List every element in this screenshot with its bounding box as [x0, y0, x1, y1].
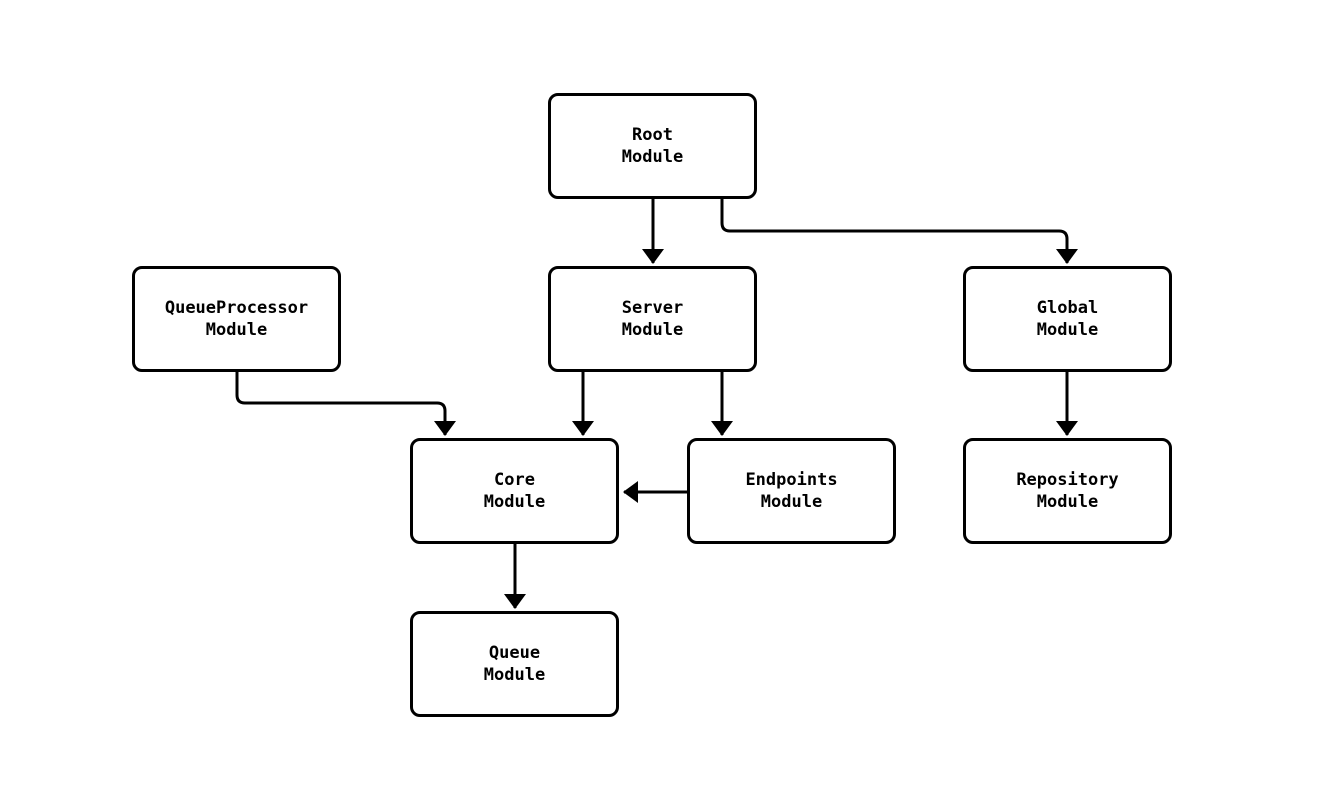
node-queue-module: Queue Module: [410, 611, 619, 717]
edge-root-to-global: [720, 199, 1078, 264]
node-label-line: Module: [1036, 492, 1099, 512]
node-label-line: Module: [760, 492, 823, 512]
node-label-line: Global: [1036, 298, 1099, 318]
node-repository-module: Repository Module: [963, 438, 1172, 544]
node-core-module: Core Module: [410, 438, 619, 544]
node-label-line: Server: [621, 298, 684, 318]
node-queueprocessor-module: QueueProcessor Module: [132, 266, 341, 372]
node-server-module: Server Module: [548, 266, 757, 372]
node-label-line: Root: [632, 125, 673, 145]
node-label-line: Module: [483, 665, 546, 685]
node-label-line: Queue: [488, 643, 541, 663]
node-label-line: Module: [621, 320, 684, 340]
node-label-line: Module: [1036, 320, 1099, 340]
node-label-line: Endpoints: [745, 470, 838, 490]
node-label-line: Module: [621, 147, 684, 167]
node-label-line: Module: [483, 492, 546, 512]
node-global-module: Global Module: [963, 266, 1172, 372]
node-label-line: Module: [205, 320, 268, 340]
node-label-line: QueueProcessor: [164, 298, 309, 318]
node-root-module: Root Module: [548, 93, 757, 199]
edge-queueprocessor-to-core: [235, 372, 456, 436]
node-label-line: Repository: [1016, 470, 1119, 490]
node-label-line: Core: [494, 470, 535, 490]
node-endpoints-module: Endpoints Module: [687, 438, 896, 544]
